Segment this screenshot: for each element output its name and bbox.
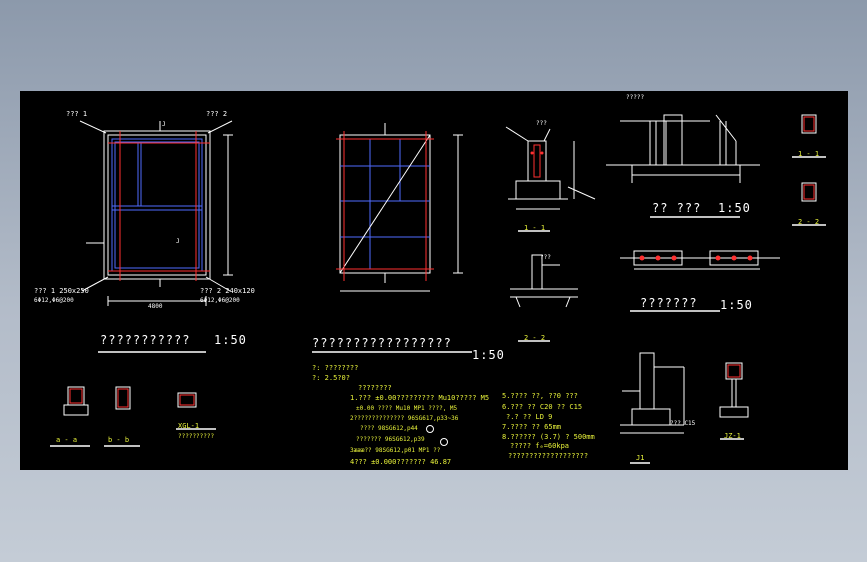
left-plan-dim-bottom: 4800	[148, 303, 163, 310]
section-11-label: 1 - 1	[524, 224, 546, 232]
footing-label-2: ???	[540, 254, 551, 261]
left-plan	[79, 120, 233, 306]
notes-sub: ????????	[358, 384, 392, 392]
left-plan-axis-j2: J	[176, 238, 180, 245]
note-r3: 8.?????? (3.7) ? 500mm	[502, 433, 595, 441]
small-details	[63, 386, 197, 416]
title-section-top-scale: 1:50	[718, 201, 751, 215]
left-plan-label-tr: ??? 2	[206, 110, 228, 118]
note-1: 1.??? ±0.00????????? Mu10????? M5	[350, 394, 490, 402]
footing-section-1-1	[505, 126, 596, 210]
section-11b-label: 1 - 1	[798, 150, 820, 158]
note-r4: ???????????????????	[508, 452, 589, 460]
note-3b: 3æææ?? 98SG612,p01 MP1 ??	[350, 447, 441, 454]
left-plan-axis-j: J	[162, 121, 166, 128]
beam-plans	[620, 250, 780, 270]
pier-c15-label: ??? C15	[670, 420, 696, 427]
cad-drawing-canvas[interactable]: ??? 1 ??? 2 ??? 1 250x250 6Φ12,Φ6@200 ??…	[20, 91, 848, 470]
section-22-label: 2 - 2	[524, 334, 546, 342]
note-4: 4??? ±0.000??????? 46.87	[350, 458, 452, 466]
section-aa-label: a - a	[56, 436, 78, 444]
small-sections	[801, 114, 817, 202]
section-22b-label: 2 - 2	[798, 218, 820, 226]
section-bb-label: b - b	[108, 436, 130, 444]
xgl-label: XGL-1	[178, 422, 200, 430]
note-2: 2?????????????? 96SG617,p33~36	[350, 415, 459, 422]
title-mid-plan-scale: 1:50	[472, 348, 505, 362]
notes-head: ?: ????????	[312, 364, 359, 372]
mid-plan	[336, 123, 463, 292]
title-section-right-scale: 1:50	[720, 298, 753, 312]
left-plan-label-br: ??? 2 240x120	[200, 287, 255, 295]
drawing-lines	[50, 114, 826, 464]
note-r2: 7.???? ?? 65mm	[502, 423, 562, 431]
section-2-2	[510, 254, 578, 308]
note-3: ??????? 96SG612,p39	[356, 436, 425, 443]
elevation-label: ?????	[626, 94, 645, 101]
note-r3b: ????? fₑ=60kpa	[510, 442, 570, 450]
left-plan-label-tl: ??? 1	[66, 110, 88, 118]
pier-jz1	[719, 362, 749, 418]
title-underlines	[50, 156, 826, 464]
left-plan-label-bl2: 6Φ12,Φ6@200	[34, 297, 74, 304]
title-left-plan: ???????????	[100, 333, 191, 347]
xgl-sub-label: ??????????	[178, 433, 215, 440]
rebar-dots	[530, 151, 753, 261]
footing-label-1: ???	[536, 120, 547, 127]
note-r1: 5.???? ??, ??0 ???	[502, 392, 578, 400]
left-plan-label-bl: ??? 1 250x250	[34, 287, 89, 295]
elevation-section	[606, 114, 760, 183]
pier-j1	[620, 352, 685, 434]
title-mid-plan: ?????????????????	[312, 336, 452, 350]
notes-head2: ?: 2.5?0?	[312, 374, 350, 382]
note-r1c: ?.? ?? LD 9	[506, 413, 553, 421]
title-left-plan-scale: 1:50	[214, 333, 247, 347]
circle-markers	[426, 425, 448, 446]
note-1b: ±0.00 ???? Mu10 MP1 ????, M5	[356, 405, 458, 412]
left-plan-label-br2: 6Φ12,Φ6@200	[200, 297, 240, 304]
title-section-top: ?? ???	[652, 201, 702, 215]
note-2b: ???? 98SG612,p44	[360, 425, 418, 432]
jz1-label: JZ-1	[724, 432, 741, 440]
j1-label: J1	[636, 454, 645, 462]
title-section-right: ???????	[640, 296, 698, 310]
note-r1b: 6.??? ?? C20 ?? C15	[502, 403, 583, 411]
